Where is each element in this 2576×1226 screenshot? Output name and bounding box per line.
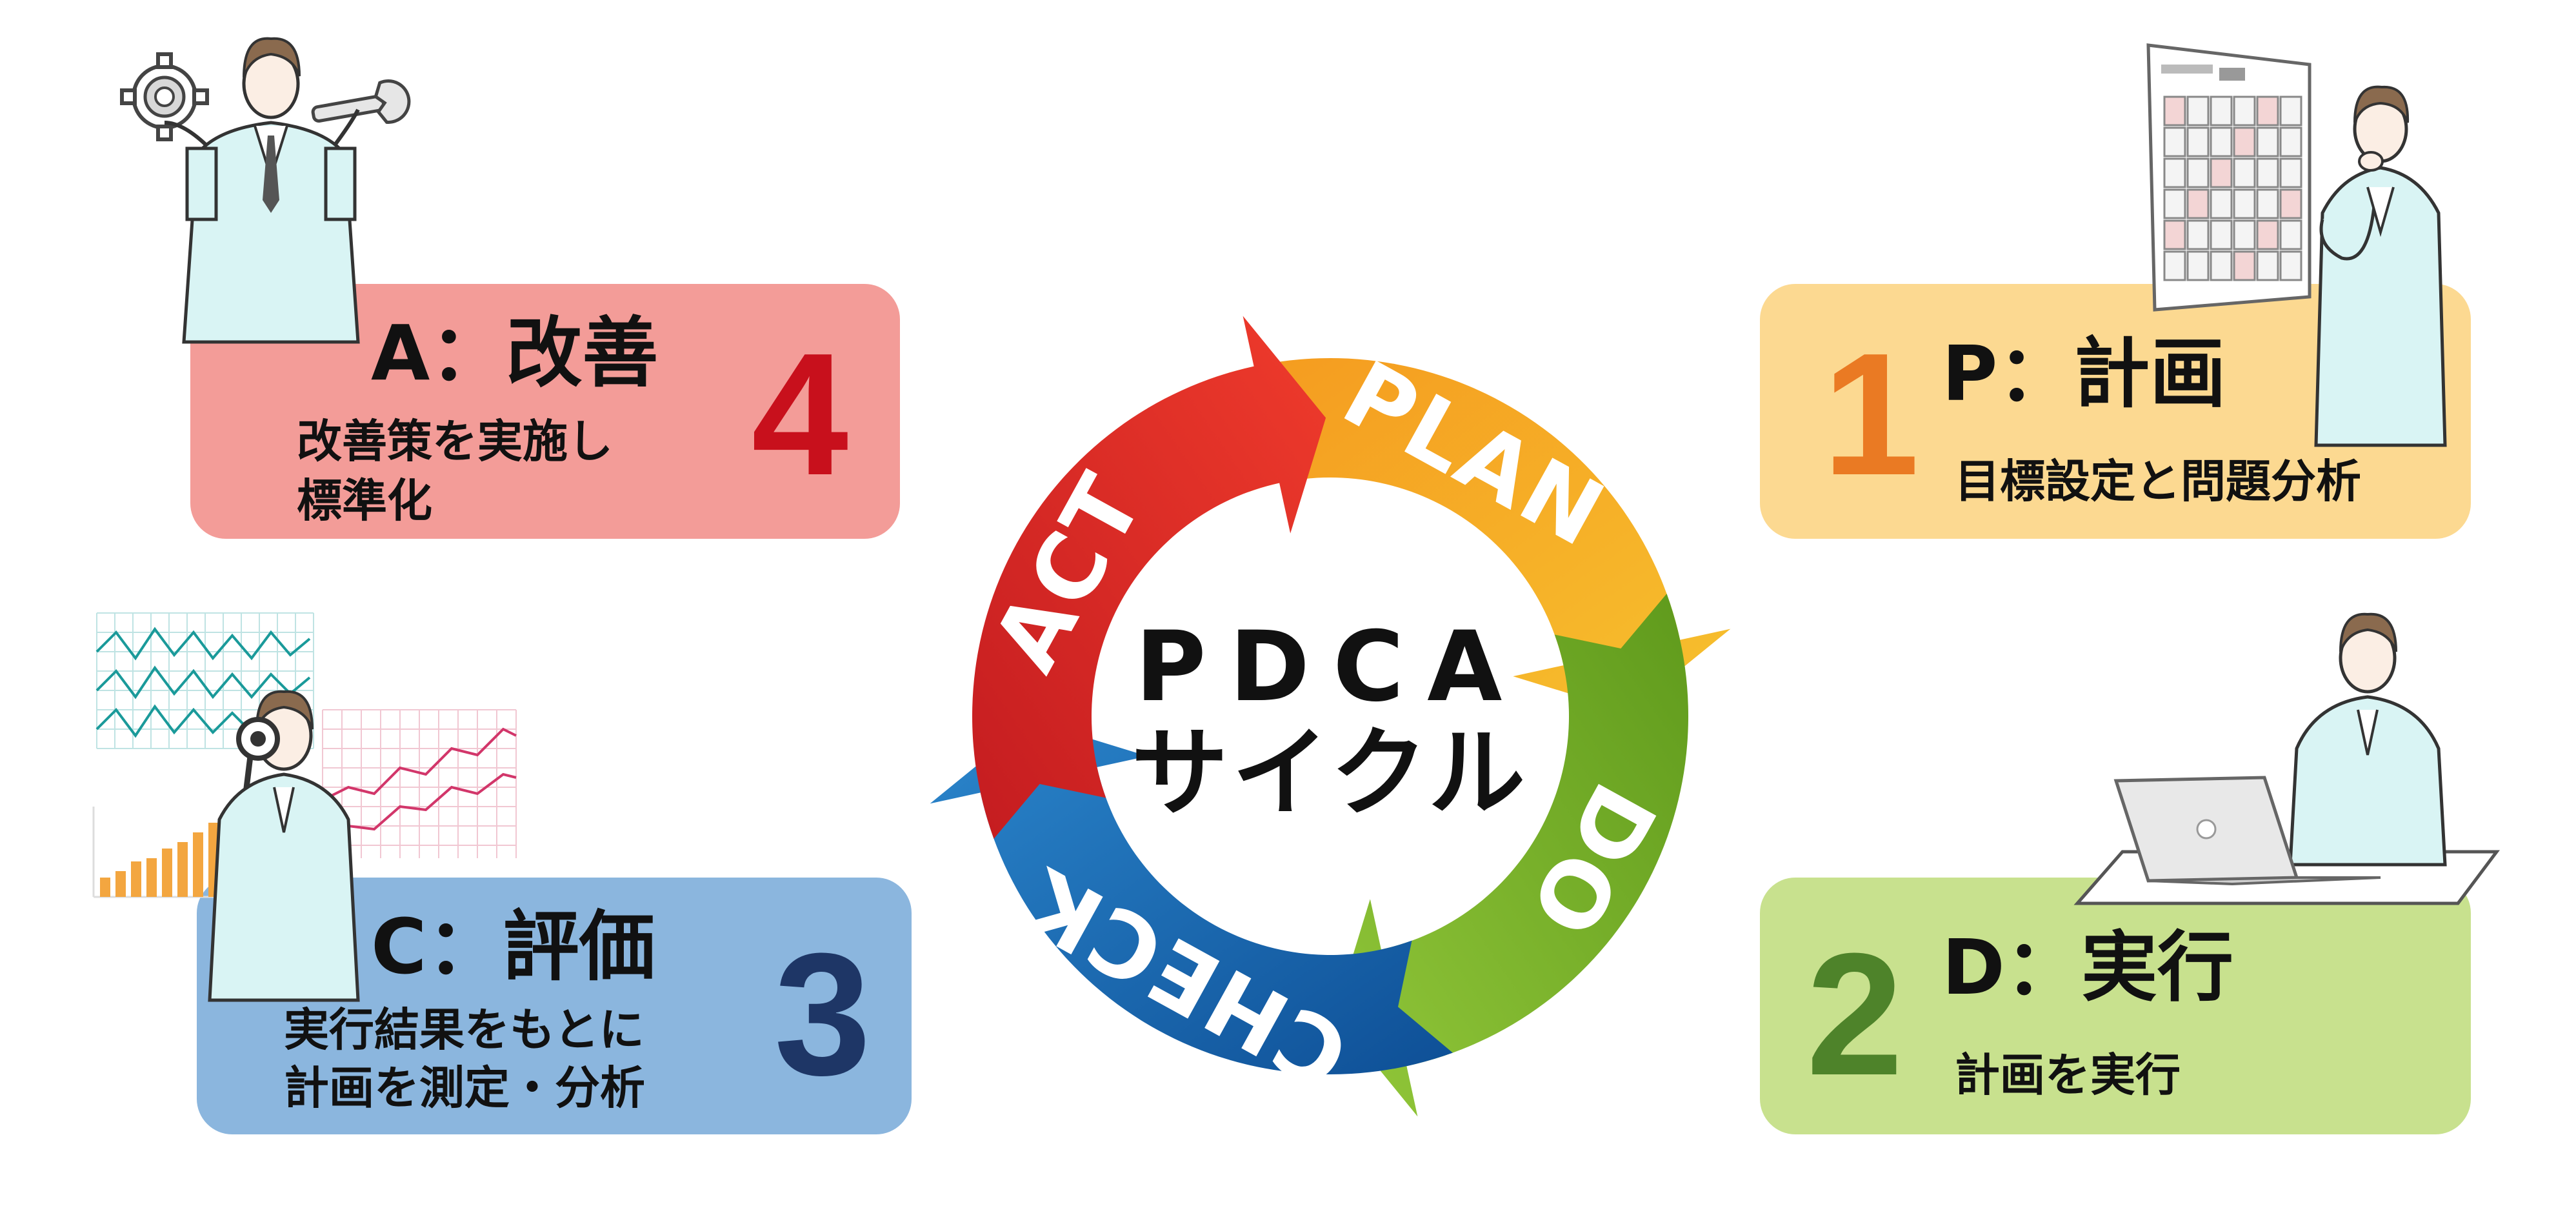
bar-chart-bar [131, 861, 141, 897]
gear-icon [120, 52, 209, 141]
plan-card-desc-line1: 目標設定と問題分析 [1955, 455, 2361, 508]
businessman-magnifier-icon [92, 612, 517, 1002]
bar-chart-bar [115, 871, 126, 897]
businessman-laptop-icon [2073, 612, 2500, 905]
wrench-icon [311, 79, 411, 124]
calendar-cell [2186, 250, 2210, 281]
act-card-desc-line2: 標準化 [297, 474, 432, 527]
calendar-cell [2256, 250, 2279, 281]
check-card-title: C：評価 [371, 902, 655, 991]
laptop-icon [2113, 776, 2381, 886]
act-step-number: 4 [752, 317, 850, 512]
plan-card-bg [1760, 284, 2471, 539]
calendar-cell [2210, 219, 2233, 250]
plan-card-title: P：計画 [1942, 329, 2226, 418]
calendar-cell [2279, 188, 2302, 219]
calendar-cell [2210, 188, 2233, 219]
check-step-number: 3 [774, 918, 871, 1112]
calendar-cell [2186, 126, 2210, 157]
act-card-bg [190, 284, 900, 539]
calendar-cell [2233, 157, 2256, 188]
bar-chart-bar [100, 878, 110, 897]
calendar-cell [2186, 95, 2210, 126]
calendar-cell [2279, 95, 2302, 126]
calendar-cell [2163, 95, 2186, 126]
calendar-cell [2186, 157, 2210, 188]
calendar-cell [2256, 188, 2279, 219]
do-card-bg [1760, 878, 2471, 1134]
calendar-cell [2279, 250, 2302, 281]
calendar-board-icon [2146, 43, 2311, 312]
center-subtitle: サイクル [1132, 718, 1530, 830]
plan-arrow-label: PLAN [1326, 341, 1622, 568]
calendar-cell [2163, 188, 2186, 219]
check-arrow-shape [930, 720, 1453, 1074]
bar-chart-bar [193, 832, 203, 897]
calendar-cell [2233, 250, 2256, 281]
businessman-calendar-icon [2146, 43, 2447, 447]
act-arrow-shape [972, 316, 1326, 839]
bar-chart-bar [162, 849, 172, 897]
act-card-title: A：改善 [371, 308, 658, 397]
check-card: C：評価 実行結果をもとに 計画を測定・分析 3 [197, 878, 912, 1134]
plan-step-number: 1 [1822, 317, 1919, 512]
calendar-cell [2233, 188, 2256, 219]
check-card-desc-line2: 計画を測定・分析 [284, 1061, 645, 1114]
cycle-center: PDCA サイクル [1132, 611, 1530, 830]
center-title: PDCA [1135, 611, 1526, 723]
plan-card: 1 P：計画 目標設定と問題分析 [1760, 284, 2471, 539]
calendar-cell [2210, 157, 2233, 188]
calendar-cell [2256, 157, 2279, 188]
calendar-cell [2210, 126, 2233, 157]
calendar-cell [2163, 219, 2186, 250]
calendar-cell [2186, 219, 2210, 250]
calendar-cell [2233, 126, 2256, 157]
businessman-gear-wrench-icon [120, 37, 411, 344]
calendar-cell [2256, 219, 2279, 250]
trend-chart-icon [322, 709, 517, 858]
calendar-cell [2210, 95, 2233, 126]
calendar-cell [2279, 157, 2302, 188]
check-card-desc-line1: 実行結果をもとに [284, 1003, 644, 1056]
calendar-cell [2163, 250, 2186, 281]
act-card: A：改善 改善策を実施し 標準化 4 [190, 284, 900, 539]
calendar-cell [2256, 126, 2279, 157]
do-step-number: 2 [1806, 918, 1903, 1112]
calendar-cell [2279, 126, 2302, 157]
calendar-cell [2279, 219, 2302, 250]
bar-chart-bar [146, 858, 157, 897]
calendar-cell [2256, 95, 2279, 126]
bar-chart-bar [177, 842, 188, 897]
plan-arrow-shape [1208, 358, 1731, 712]
calendar-cell [2186, 188, 2210, 219]
act-card-desc-line1: 改善策を実施し [297, 415, 613, 468]
calendar-cell [2233, 95, 2256, 126]
calendar-cell [2233, 219, 2256, 250]
do-card: 2 D：実行 計画を実行 [1760, 878, 2471, 1134]
check-card-bg [197, 878, 912, 1134]
calendar-cell [2163, 157, 2186, 188]
do-card-desc-line1: 計画を実行 [1955, 1049, 2181, 1101]
do-arrow-shape [1334, 594, 1688, 1117]
do-card-title: D：実行 [1942, 923, 2233, 1012]
calendar-cell [2163, 126, 2186, 157]
calendar-cell [2210, 250, 2233, 281]
